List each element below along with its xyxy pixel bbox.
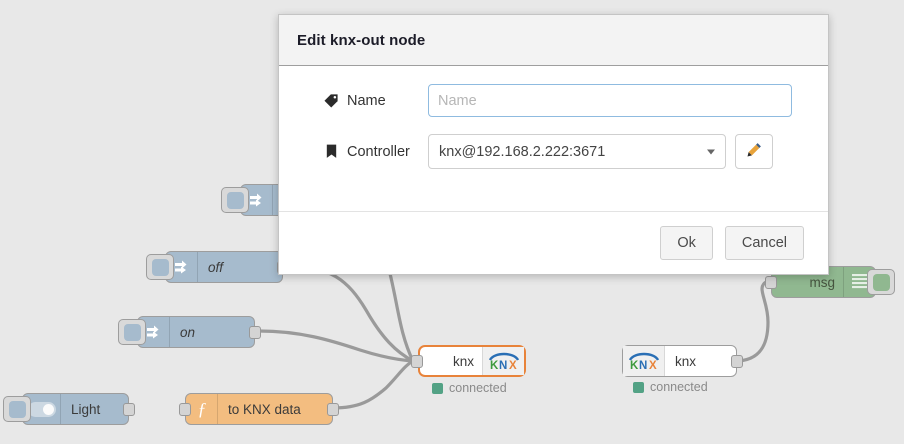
controller-select-wrap: knx@192.168.2.222:3671 — [428, 134, 726, 169]
node-status: connected — [633, 380, 708, 394]
svg-text:K: K — [630, 360, 639, 372]
ok-button[interactable]: Ok — [660, 226, 713, 260]
bookmark-icon — [321, 144, 341, 159]
knx-logo-icon: K N X — [482, 347, 524, 375]
node-label: Light — [71, 401, 101, 417]
toggle-icon — [23, 394, 61, 424]
wire-function-to-knx-out — [332, 359, 414, 410]
svg-text:K: K — [490, 360, 499, 372]
inject-button-icon[interactable] — [3, 396, 31, 422]
name-label: Name — [347, 92, 386, 109]
controller-select[interactable]: knx@192.168.2.222:3671 — [428, 134, 726, 169]
dialog-header: Edit knx-out node — [279, 15, 828, 66]
wire-inject-on-to-knx-out — [258, 329, 414, 363]
input-port[interactable] — [765, 276, 777, 289]
status-label: connected — [449, 381, 507, 395]
name-row: Name — [303, 84, 804, 117]
node-label: knx — [675, 353, 697, 369]
edit-controller-button[interactable] — [735, 134, 773, 169]
controller-label: Controller — [347, 143, 410, 160]
node-inject-off[interactable]: off — [146, 251, 289, 283]
node-light[interactable]: Light — [3, 393, 135, 425]
inject-button-icon[interactable] — [221, 187, 249, 213]
status-label: connected — [650, 380, 708, 394]
cancel-button[interactable]: Cancel — [724, 226, 804, 260]
output-port[interactable] — [249, 326, 261, 339]
output-port[interactable] — [123, 403, 135, 416]
dialog-body: Name Controller knx@192.168.2.222:3671 — [279, 66, 828, 211]
inject-arrow-icon — [166, 252, 198, 282]
node-label: to KNX data — [228, 401, 301, 417]
pencil-icon — [746, 142, 762, 161]
status-dot — [432, 382, 443, 394]
svg-text:X: X — [649, 360, 657, 372]
node-knx-in[interactable]: K N X knx connected — [622, 345, 743, 394]
function-icon: ƒ — [186, 394, 218, 424]
tag-icon — [321, 93, 341, 108]
wire-knx-in-to-debug — [734, 280, 770, 363]
node-label: off — [208, 259, 224, 275]
node-label: msg — [809, 274, 835, 290]
knx-logo-icon: K N X — [623, 346, 665, 376]
node-inject-top[interactable] — [221, 184, 298, 216]
output-port[interactable] — [731, 355, 743, 368]
input-port[interactable] — [179, 403, 191, 416]
svg-text:N: N — [639, 360, 647, 372]
edit-node-dialog: Edit knx-out node Name — [278, 14, 829, 275]
inject-button-icon[interactable] — [146, 254, 174, 280]
name-input[interactable] — [428, 84, 792, 117]
controller-label-group: Controller — [303, 144, 428, 160]
inject-arrow-icon — [138, 317, 170, 347]
status-dot — [633, 381, 644, 393]
inject-button-icon[interactable] — [118, 319, 146, 345]
dialog-footer: Ok Cancel — [279, 211, 828, 274]
output-port[interactable] — [327, 403, 339, 416]
svg-text:N: N — [499, 360, 507, 372]
node-inject-on[interactable]: on — [118, 316, 261, 348]
svg-text:ƒ: ƒ — [197, 399, 206, 419]
input-port[interactable] — [411, 355, 423, 368]
page-title: Edit knx-out node — [297, 31, 426, 49]
node-label: on — [180, 324, 196, 340]
node-status: connected — [432, 381, 507, 395]
debug-button-icon[interactable] — [867, 269, 895, 295]
svg-text:X: X — [509, 360, 517, 372]
debug-lines-icon — [843, 267, 875, 297]
name-label-group: Name — [303, 93, 428, 109]
controller-row: Controller knx@192.168.2.222:3671 — [303, 134, 804, 169]
inject-arrow-icon — [241, 185, 273, 215]
node-function[interactable]: ƒ to KNX data — [179, 393, 339, 425]
node-knx-out[interactable]: knx K N X connected — [411, 345, 526, 395]
node-label: knx — [452, 353, 474, 369]
